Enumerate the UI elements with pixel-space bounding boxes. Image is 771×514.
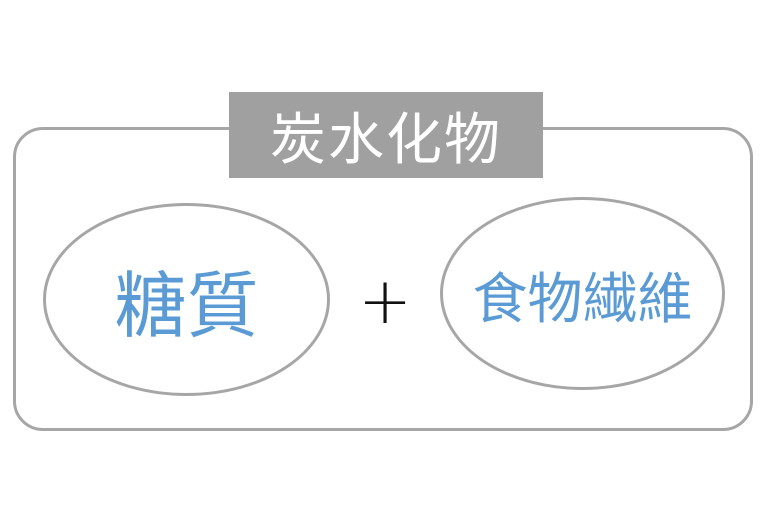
- sugar-ellipse: 糖質: [43, 203, 330, 396]
- sugar-label: 糖質: [114, 264, 259, 348]
- dietary-fiber-ellipse: 食物繊維: [440, 197, 725, 390]
- plus-operator: +: [358, 265, 412, 339]
- dietary-fiber-label: 食物繊維: [472, 266, 693, 331]
- diagram-title: 炭水化物: [229, 92, 543, 178]
